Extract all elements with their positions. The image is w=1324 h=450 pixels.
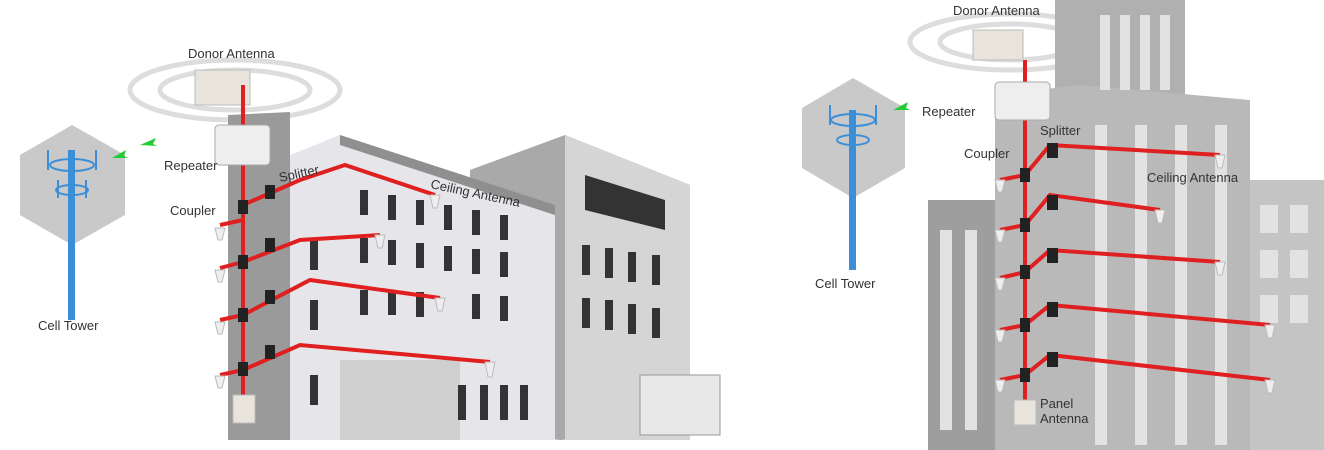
couplers <box>238 200 248 376</box>
ceiling-antennas <box>214 194 496 389</box>
splitters <box>1047 143 1058 367</box>
repeater <box>214 124 271 166</box>
ceiling-antenna-label: Ceiling Antenna <box>1147 170 1239 185</box>
panel-antenna <box>232 394 256 424</box>
repeater <box>994 81 1051 121</box>
repeater-label: Repeater <box>922 104 976 119</box>
donor-antenna <box>972 29 1024 61</box>
donor-antenna-label: Donor Antenna <box>953 3 1041 18</box>
building-back-right <box>1245 180 1324 450</box>
cell-tower-icon <box>47 150 97 320</box>
couplers <box>1020 168 1030 382</box>
building-main <box>995 85 1250 450</box>
ceiling-antennas <box>994 154 1276 394</box>
right-diagram: Cell Tower Donor Antenna <box>802 0 1324 450</box>
building-right-garage <box>639 374 721 436</box>
cell-tower-icon <box>829 105 877 270</box>
cell-tower-label: Cell Tower <box>38 318 99 333</box>
windows <box>310 175 665 420</box>
building-main-roof <box>340 135 555 215</box>
splitters <box>265 185 275 359</box>
donor-antenna-label: Donor Antenna <box>188 46 276 61</box>
signal-arrows-icon <box>112 138 157 158</box>
splitter-label: Splitter <box>1040 123 1081 138</box>
left-diagram: Cell Tower Donor Antenna <box>20 46 721 440</box>
panel-antenna <box>1013 399 1037 426</box>
panel-antenna-label: Panel <box>1040 396 1073 411</box>
repeater-label: Repeater <box>164 158 218 173</box>
panel-antenna-label-2: Antenna <box>1040 411 1089 426</box>
building-left-tower <box>928 200 998 450</box>
signal-arrows-icon <box>893 102 910 110</box>
coupler-label: Coupler <box>170 203 216 218</box>
donor-antenna <box>194 69 251 106</box>
cell-tower-label: Cell Tower <box>815 276 876 291</box>
coupler-label: Coupler <box>964 146 1010 161</box>
building-main-entrance <box>340 360 460 440</box>
